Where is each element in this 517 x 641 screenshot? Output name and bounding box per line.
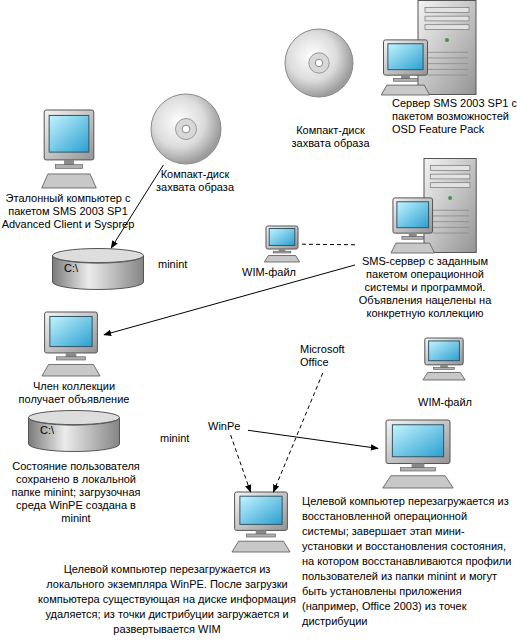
server-caption: SMS-сервер с заданным пакетом операционн… bbox=[355, 255, 495, 320]
file-caption: WIM-файл bbox=[242, 266, 322, 279]
computer-caption: Эталонный компьютер с пакетом SMS 2003 S… bbox=[0, 192, 136, 231]
server-caption: Сервер SMS 2003 SP1 с пакетом возможност… bbox=[392, 97, 517, 136]
server-icon bbox=[378, 0, 478, 95]
text-node: WinPe bbox=[208, 420, 248, 435]
environment-label: WinPe bbox=[208, 420, 248, 433]
cd-icon bbox=[284, 28, 354, 98]
package-label: Microsoft Office bbox=[300, 343, 358, 369]
cd-disc: Компакт-диск захвата образа bbox=[284, 28, 354, 98]
computer-caption: Член коллекции получает объявление bbox=[15, 380, 133, 406]
cd-caption: Компакт-диск захвата образа bbox=[278, 124, 383, 150]
disk-cylinder: C:\minintСостояние пользователя сохранен… bbox=[28, 410, 120, 452]
reference-computer: Эталонный компьютер с пакетом SMS 2003 S… bbox=[38, 110, 100, 188]
wim-computer: WIM-файл bbox=[262, 226, 302, 262]
target-computer: Целевой компьютер перезагружается из вос… bbox=[378, 420, 458, 488]
text-node: Microsoft Office bbox=[300, 343, 358, 373]
computer-icon bbox=[228, 492, 294, 552]
computer-icon bbox=[420, 338, 468, 380]
computer-icon bbox=[38, 312, 104, 376]
folder-name: minint bbox=[160, 432, 210, 445]
dashed-connector bbox=[273, 373, 322, 492]
step-description: Целевой компьютер перезагружается из лок… bbox=[38, 562, 296, 637]
step-description: Целевой компьютер перезагружается из вос… bbox=[302, 494, 515, 629]
file-caption: WIM-файл bbox=[405, 396, 485, 409]
drive-letter: C:\ bbox=[40, 424, 80, 437]
dashed-connector bbox=[231, 435, 251, 492]
computer-icon bbox=[262, 226, 302, 262]
wim-computer: WIM-файл bbox=[420, 338, 468, 380]
cd-caption: Компакт-диск захвата образа bbox=[145, 168, 245, 194]
disk-cylinder: C:\minint bbox=[52, 248, 144, 290]
arrow-connector bbox=[248, 430, 378, 448]
server-computer: Сервер SMS 2003 SP1 с пакетом возможност… bbox=[378, 0, 478, 95]
computer-icon bbox=[38, 110, 100, 188]
target-computer: Целевой компьютер перезагружается из лок… bbox=[228, 492, 294, 552]
state-note: Состояние пользователя сохранено в локал… bbox=[0, 460, 152, 525]
computer-icon bbox=[378, 420, 458, 488]
member-computer: Член коллекции получает объявление bbox=[38, 312, 104, 376]
server-icon bbox=[388, 158, 478, 253]
dashed-connector bbox=[302, 244, 355, 246]
folder-name: minint bbox=[158, 258, 208, 271]
sms-server: SMS-сервер с заданным пакетом операционн… bbox=[355, 158, 495, 333]
cd-icon bbox=[150, 93, 222, 165]
cd-disc: Компакт-диск захвата образа bbox=[150, 93, 222, 165]
drive-letter: C:\ bbox=[64, 262, 104, 275]
